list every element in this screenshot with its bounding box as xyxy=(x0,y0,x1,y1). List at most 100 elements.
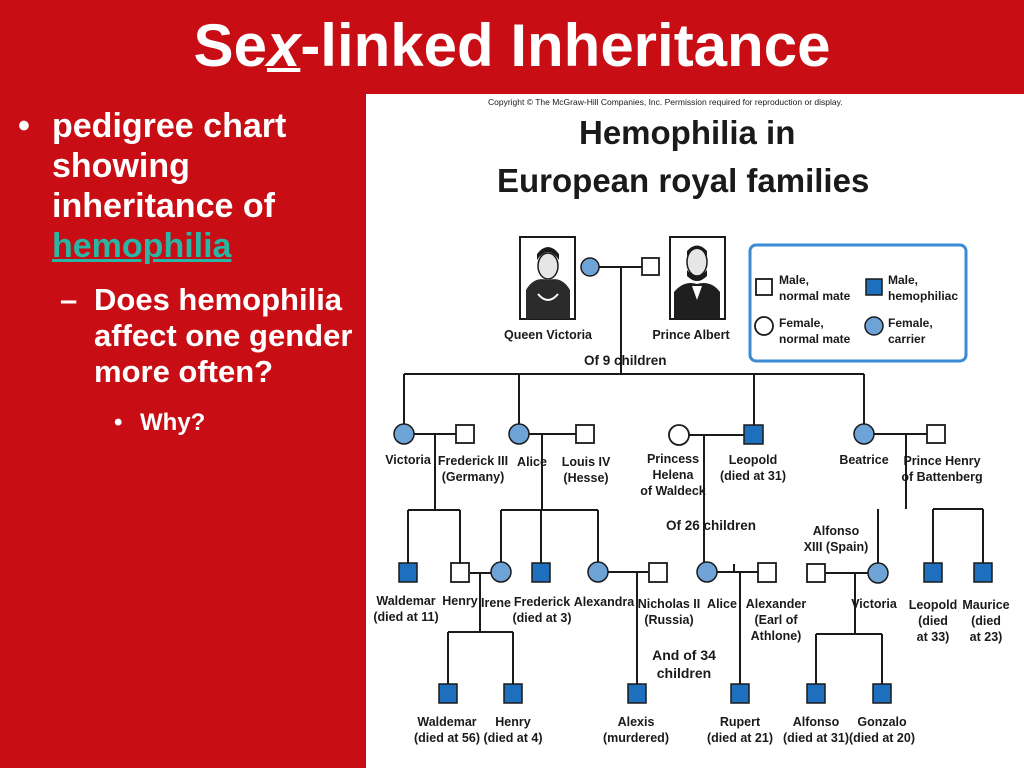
princess-helena-symbol xyxy=(668,424,690,446)
victoria-daughter-symbol xyxy=(393,423,415,445)
prince-albert-portrait xyxy=(669,236,726,320)
henry-grandson-label-1: Henry xyxy=(495,715,530,729)
children-of-34-label-1: And of 34 xyxy=(652,647,716,663)
dash-mark: – xyxy=(60,282,78,317)
waldemar-grandson-label-1: Waldemar xyxy=(417,715,476,729)
prince-albert-symbol xyxy=(641,257,660,276)
bullet3-text: Why? xyxy=(140,409,206,436)
alice-daughter-symbol xyxy=(508,423,530,445)
leopold-battenberg-label-1: Leopold xyxy=(909,598,958,612)
legend-male-hemophiliac-2: hemophiliac xyxy=(888,289,958,303)
nicholas-ii-symbol xyxy=(648,562,668,583)
leopold-battenberg-label-2: (died xyxy=(918,614,948,628)
bullet-pedigree: • pedigree chart showing inheritance of … xyxy=(14,106,364,266)
henry-prussia-symbol xyxy=(450,562,470,583)
alfonso-xiii-label-1: Alfonso xyxy=(813,524,860,538)
bullet-dot-small: • xyxy=(114,409,123,436)
children-of-26-label: Of 26 children xyxy=(666,518,756,533)
frederick-iii-label-1: Frederick III xyxy=(438,454,508,468)
princess-helena-label-1: Princess xyxy=(647,452,699,466)
victoria-eugenie-label: Victoria xyxy=(851,597,898,611)
beatrice-symbol xyxy=(853,423,875,445)
legend-female-normal-symbol xyxy=(754,316,774,336)
louis-iv-symbol xyxy=(575,424,595,444)
frederick-hesse-label-1: Frederick xyxy=(514,595,570,609)
legend-female-normal-1: Female, xyxy=(779,316,824,330)
princess-helena-label-2: Helena xyxy=(653,468,695,482)
rupert-symbol xyxy=(730,683,750,704)
gonzalo-label-1: Gonzalo xyxy=(857,715,907,729)
alexander-athlone-symbol xyxy=(757,562,777,583)
legend-male-normal-1: Male, xyxy=(779,273,809,287)
prince-albert-label: Prince Albert xyxy=(652,328,730,342)
leopold-son-label-2: (died at 31) xyxy=(720,469,786,483)
children-of-34-label-2: children xyxy=(657,665,711,681)
louis-iv-label-1: Louis IV xyxy=(562,455,611,469)
maurice-label-3: at 23) xyxy=(970,630,1003,644)
bullet-why: • Why? xyxy=(14,408,364,438)
bullet2-text: Does hemophilia affect one gender more o… xyxy=(94,282,353,389)
gonzalo-label-2: (died at 20) xyxy=(849,731,915,745)
waldemar-prussia-symbol xyxy=(398,562,418,583)
irene-label: Irene xyxy=(481,596,511,610)
alexander-athlone-label-1: Alexander xyxy=(746,597,807,611)
pedigree-lines xyxy=(403,266,984,684)
princess-helena-label-3: of Waldeck xyxy=(640,484,706,498)
alfonso-grandson-label-2: (died at 31) xyxy=(783,731,849,745)
legend-male-normal-2: normal mate xyxy=(779,289,851,303)
alfonso-grandson-symbol xyxy=(806,683,826,704)
rupert-label-1: Rupert xyxy=(720,715,761,729)
hemophilia-link[interactable]: hemophilia xyxy=(52,227,232,265)
figure-title-line1: Hemophilia in xyxy=(579,114,795,151)
victoria-daughter-label: Victoria xyxy=(385,453,432,467)
legend-female-carrier-2: carrier xyxy=(888,332,926,346)
waldemar-grandson-symbol xyxy=(438,683,458,704)
frederick-hesse-symbol xyxy=(531,562,551,583)
copyright-notice: Copyright © The McGraw-Hill Companies, I… xyxy=(488,97,843,107)
bullet-list: • pedigree chart showing inheritance of … xyxy=(14,106,364,438)
figure-title-line2: European royal families xyxy=(497,162,869,199)
alfonso-xiii-label-2: XIII (Spain) xyxy=(804,540,869,554)
waldemar-grandson-label-2: (died at 56) xyxy=(414,731,480,745)
queen-victoria-symbol xyxy=(580,257,600,277)
maurice-symbol xyxy=(973,562,993,583)
legend-male-normal-symbol xyxy=(755,278,773,296)
victoria-eugenie-symbol xyxy=(867,562,889,584)
legend-female-carrier-1: Female, xyxy=(888,316,933,330)
alexandra-symbol xyxy=(587,561,609,583)
legend-female-carrier-symbol xyxy=(864,316,884,336)
alice-daughter-label: Alice xyxy=(517,455,547,469)
alexandra-label: Alexandra xyxy=(574,595,635,609)
queen-victoria-portrait xyxy=(519,236,576,320)
gonzalo-symbol xyxy=(872,683,892,704)
alexander-athlone-label-2: (Earl of xyxy=(754,613,798,627)
nicholas-ii-label-2: (Russia) xyxy=(644,613,693,627)
henry-prussia-label: Henry xyxy=(442,594,477,608)
henry-grandson-symbol xyxy=(503,683,523,704)
queen-victoria-label: Queen Victoria xyxy=(504,328,593,342)
alfonso-grandson-label-1: Alfonso xyxy=(793,715,840,729)
leopold-battenberg-symbol xyxy=(923,562,943,583)
bullet-question: – Does hemophilia affect one gender more… xyxy=(14,282,364,390)
alice-athlone-label: Alice xyxy=(707,597,737,611)
frederick-iii-symbol xyxy=(455,424,475,444)
rupert-label-2: (died at 21) xyxy=(707,731,773,745)
slide-title: Sex-linked Inheritance xyxy=(193,12,831,79)
leopold-son-symbol xyxy=(743,424,764,445)
bullet1-text: pedigree chart showing inheritance of xyxy=(52,107,287,225)
legend-male-hemophiliac-symbol xyxy=(865,278,883,296)
prince-henry-label-2: of Battenberg xyxy=(901,470,982,484)
prince-henry-symbol xyxy=(926,424,946,444)
leopold-son-label-1: Leopold xyxy=(729,453,778,467)
alice-athlone-symbol xyxy=(696,561,718,583)
legend-female-normal-2: normal mate xyxy=(779,332,851,346)
pedigree-figure: Copyright © The McGraw-Hill Companies, I… xyxy=(366,94,1024,768)
alexander-athlone-label-3: Athlone) xyxy=(751,629,802,643)
waldemar-prussia-label-2: (died at 11) xyxy=(373,610,438,624)
maurice-label-1: Maurice xyxy=(962,598,1009,612)
waldemar-prussia-label-1: Waldemar xyxy=(376,594,435,608)
frederick-hesse-label-2: (died at 3) xyxy=(512,611,571,625)
alfonso-xiii-symbol xyxy=(806,563,826,583)
pedigree-chart: Copyright © The McGraw-Hill Companies, I… xyxy=(373,97,1009,745)
leopold-battenberg-label-3: at 33) xyxy=(917,630,950,644)
